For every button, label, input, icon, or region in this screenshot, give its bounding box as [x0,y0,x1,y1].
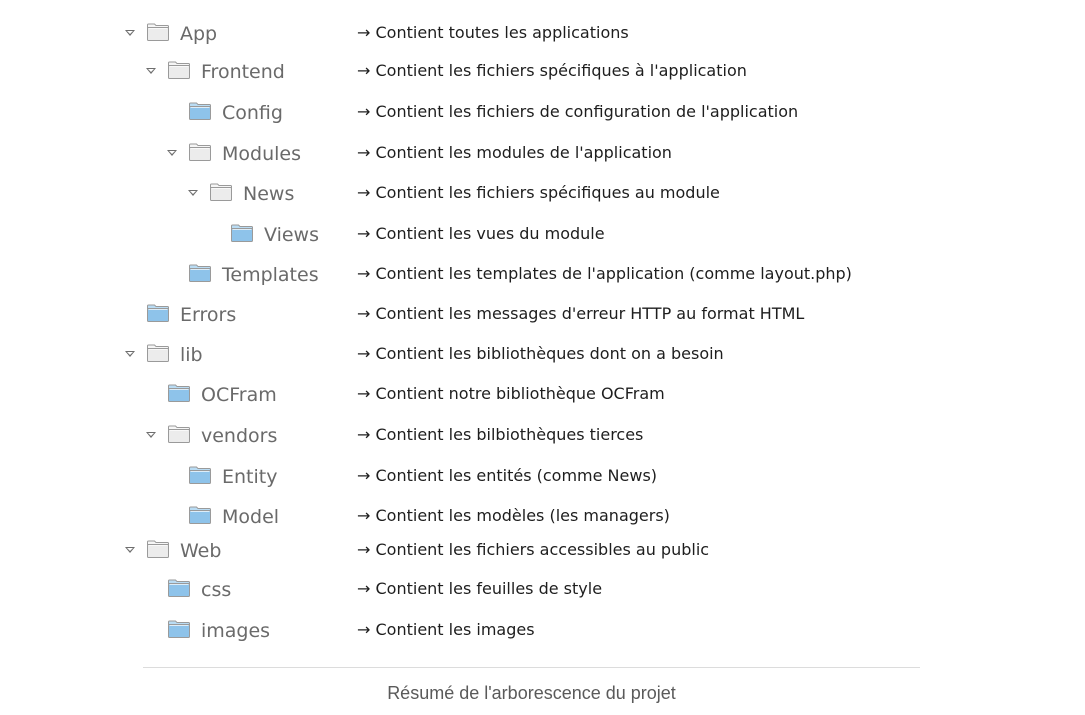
folder-icon [188,466,212,485]
expand-arrow-icon[interactable] [146,432,156,438]
folder-icon [188,264,212,283]
folder-name: App [180,23,218,45]
folder-icon [146,23,170,42]
folder-icon [188,102,212,121]
folder-icon [167,384,191,403]
expand-arrow-icon[interactable] [125,547,135,553]
folder-description: → Contient les feuilles de style [357,579,603,598]
folder-name: Frontend [201,61,285,83]
expand-arrow-icon[interactable] [188,190,198,196]
folder-icon [167,61,191,80]
tree-row-model[interactable]: Model → Contient les modèles (les manage… [0,503,1085,531]
expand-arrow-icon[interactable] [167,150,177,156]
folder-name: Model [222,506,280,528]
tree-row-web[interactable]: Web → Contient les fichiers accessibles … [0,537,1085,565]
tree-row-news[interactable]: News → Contient les fichiers spécifiques… [0,180,1085,208]
folder-name: Entity [222,466,278,488]
folder-name: Errors [180,304,237,326]
folder-icon [167,579,191,598]
folder-icon [167,425,191,444]
folder-description: → Contient les fichiers de configuration… [357,102,799,121]
caption-divider [143,667,920,668]
folder-description: → Contient les entités (comme News) [357,466,658,485]
directory-tree: App → Contient toutes les applications F… [0,20,1085,645]
tree-row-lib[interactable]: lib → Contient les bibliothèques dont on… [0,341,1085,369]
tree-row-views[interactable]: Views → Contient les vues du module [0,221,1085,249]
folder-name: Config [222,102,283,124]
folder-description: → Contient les vues du module [357,224,605,243]
folder-name: css [201,579,232,601]
folder-icon [209,183,233,202]
folder-icon [230,224,254,243]
folder-name: Web [180,540,222,562]
folder-name: vendors [201,425,278,447]
folder-description: → Contient les fichiers spécifiques au m… [357,183,720,202]
folder-icon [146,344,170,363]
tree-row-config[interactable]: Config → Contient les fichiers de config… [0,99,1085,127]
folder-description: → Contient notre bibliothèque OCFram [357,384,665,403]
folder-icon [146,540,170,559]
folder-icon [188,143,212,162]
folder-description: → Contient les templates de l'applicatio… [357,264,852,283]
tree-row-ocfram[interactable]: OCFram → Contient notre bibliothèque OCF… [0,381,1085,409]
folder-description: → Contient les images [357,620,535,639]
tree-row-app[interactable]: App → Contient toutes les applications [0,20,1085,48]
folder-name: Modules [222,143,301,165]
folder-description: → Contient les fichiers spécifiques à l'… [357,61,747,80]
figure-caption: Résumé de l'arborescence du projet [387,683,676,703]
folder-name: Views [264,224,319,246]
tree-row-images[interactable]: images → Contient les images [0,617,1085,645]
tree-row-vendors[interactable]: vendors → Contient les bilbiothèques tie… [0,422,1085,450]
folder-description: → Contient les modules de l'application [357,143,672,162]
tree-row-entity[interactable]: Entity → Contient les entités (comme New… [0,463,1085,491]
expand-arrow-icon[interactable] [125,30,135,36]
folder-name: OCFram [201,384,277,406]
folder-description: → Contient les modèles (les managers) [357,506,670,525]
tree-row-frontend[interactable]: Frontend → Contient les fichiers spécifi… [0,58,1085,86]
folder-description: → Contient les bilbiothèques tierces [357,425,644,444]
folder-icon [146,304,170,323]
folder-name: lib [180,344,203,366]
folder-name: News [243,183,295,205]
folder-name: images [201,620,271,642]
folder-description: → Contient toutes les applications [357,23,629,42]
tree-row-css[interactable]: css → Contient les feuilles de style [0,576,1085,604]
expand-arrow-icon[interactable] [146,68,156,74]
folder-icon [188,506,212,525]
tree-row-templates[interactable]: Templates → Contient les templates de l'… [0,261,1085,289]
expand-arrow-icon[interactable] [125,351,135,357]
folder-description: → Contient les messages d'erreur HTTP au… [357,304,805,323]
tree-row-errors[interactable]: Errors → Contient les messages d'erreur … [0,301,1085,329]
tree-row-modules[interactable]: Modules → Contient les modules de l'appl… [0,140,1085,168]
folder-description: → Contient les bibliothèques dont on a b… [357,344,724,363]
folder-name: Templates [222,264,319,286]
folder-description: → Contient les fichiers accessibles au p… [357,540,710,559]
folder-icon [167,620,191,639]
